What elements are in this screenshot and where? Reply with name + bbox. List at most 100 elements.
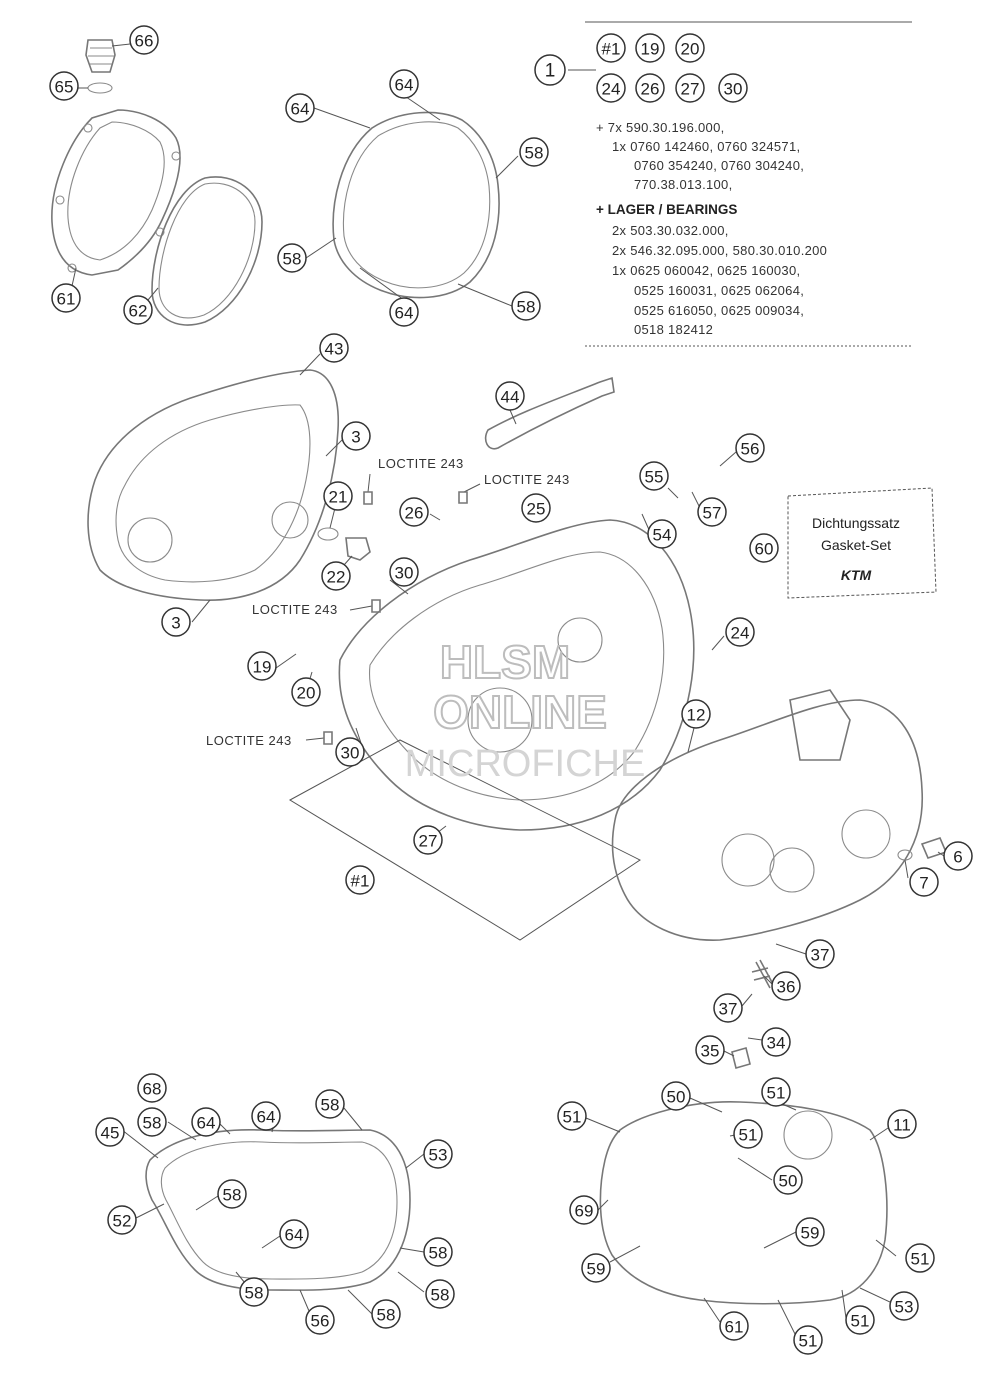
- svg-text:51: 51: [767, 1084, 786, 1103]
- svg-text:19: 19: [641, 40, 660, 59]
- svg-text:58: 58: [283, 250, 302, 269]
- svg-text:#1: #1: [351, 872, 370, 891]
- svg-text:30: 30: [724, 80, 743, 99]
- svg-text:26: 26: [405, 504, 424, 523]
- kit-contents-box: 1 #1 19 20 24 26 27 30 + 7x 590.30.196.0…: [534, 21, 912, 347]
- svg-text:45: 45: [101, 1124, 120, 1143]
- callout: 64: [191, 1107, 221, 1137]
- svg-text:6: 6: [953, 848, 962, 867]
- svg-text:60: 60: [755, 540, 774, 559]
- callout: 27: [413, 825, 443, 855]
- kit-screws-title: + 7x 590.30.196.000,: [596, 120, 725, 135]
- callout: 3: [341, 421, 371, 451]
- svg-text:64: 64: [197, 1114, 216, 1133]
- svg-text:52: 52: [113, 1212, 132, 1231]
- svg-text:37: 37: [811, 946, 830, 965]
- svg-text:62: 62: [129, 302, 148, 321]
- svg-text:25: 25: [527, 500, 546, 519]
- callout: 20: [291, 677, 321, 707]
- kit-bearing-line: 0525 616050, 0625 009034,: [634, 303, 804, 318]
- callout: 58: [425, 1279, 455, 1309]
- clutch-cover-drawing: [51, 109, 181, 276]
- svg-text:30: 30: [395, 564, 414, 583]
- kit-member-callout: 27: [675, 73, 705, 103]
- callout: 51: [557, 1101, 587, 1131]
- svg-text:22: 22: [327, 568, 346, 587]
- callout: 56: [305, 1305, 335, 1335]
- kit-member-callout: 19: [635, 33, 665, 63]
- callout: 37: [805, 939, 835, 969]
- callout: 59: [795, 1217, 825, 1247]
- callout: 37: [713, 993, 743, 1023]
- kit-bearing-line: 0518 182412: [634, 322, 713, 337]
- svg-text:51: 51: [911, 1250, 930, 1269]
- svg-text:55: 55: [645, 468, 664, 487]
- svg-text:30: 30: [341, 744, 360, 763]
- kit-member-callout: 30: [718, 73, 748, 103]
- svg-text:3: 3: [351, 428, 360, 447]
- svg-text:56: 56: [741, 440, 760, 459]
- svg-text:64: 64: [395, 76, 414, 95]
- svg-text:61: 61: [725, 1318, 744, 1337]
- watermark-line3: MICROFICHE: [405, 743, 646, 785]
- svg-text:20: 20: [297, 684, 316, 703]
- right-crankcase-drawing: [611, 689, 923, 941]
- svg-text:#1: #1: [602, 40, 621, 59]
- kit-bearing-line: 2x 546.32.095.000, 580.30.010.200: [612, 243, 827, 258]
- loctite-label: LOCTITE 243: [378, 456, 464, 471]
- callout: 64: [251, 1101, 281, 1131]
- callout: 43: [319, 333, 349, 363]
- svg-text:50: 50: [779, 1172, 798, 1191]
- callout: 24: [725, 617, 755, 647]
- callout: 36: [771, 971, 801, 1001]
- callout: 56: [735, 433, 765, 463]
- svg-text:58: 58: [223, 1186, 242, 1205]
- svg-text:58: 58: [321, 1096, 340, 1115]
- kit-bearing-line: 2x 503.30.032.000,: [612, 223, 729, 238]
- callout: 45: [95, 1117, 125, 1147]
- kit-member-callout: 20: [675, 33, 705, 63]
- callout: 35: [695, 1035, 725, 1065]
- callout: 52: [107, 1205, 137, 1235]
- svg-text:54: 54: [653, 526, 672, 545]
- svg-text:53: 53: [895, 1298, 914, 1317]
- callout: 44: [495, 381, 525, 411]
- callout: 30: [389, 557, 419, 587]
- svg-text:64: 64: [291, 100, 310, 119]
- svg-text:35: 35: [701, 1042, 720, 1061]
- callout: 50: [773, 1165, 803, 1195]
- svg-text:21: 21: [329, 488, 348, 507]
- svg-text:27: 27: [681, 80, 700, 99]
- callout: 58: [519, 137, 549, 167]
- svg-text:57: 57: [703, 504, 722, 523]
- svg-text:64: 64: [257, 1108, 276, 1127]
- svg-text:58: 58: [377, 1306, 396, 1325]
- callout-kit-1: 1: [534, 54, 566, 86]
- callout: 6: [943, 841, 973, 871]
- clutch-gasket-drawing: [151, 176, 263, 326]
- kit-member-callout: 26: [635, 73, 665, 103]
- svg-text:51: 51: [563, 1108, 582, 1127]
- svg-text:27: 27: [419, 832, 438, 851]
- callout: 26: [399, 497, 429, 527]
- svg-text:59: 59: [801, 1224, 820, 1243]
- kit-bearings-title: + LAGER / BEARINGS: [596, 202, 737, 217]
- callout: 68: [137, 1073, 167, 1103]
- callout: 3: [161, 607, 191, 637]
- kit-bearing-line: 1x 0625 060042, 0625 160030,: [612, 263, 800, 278]
- svg-text:66: 66: [135, 32, 154, 51]
- oil-plug-drawing: [85, 39, 116, 94]
- svg-text:59: 59: [587, 1260, 606, 1279]
- callout: 64: [389, 69, 419, 99]
- callout: 58: [423, 1237, 453, 1267]
- svg-text:51: 51: [739, 1126, 758, 1145]
- svg-text:26: 26: [641, 80, 660, 99]
- right-gasket-drawing: [599, 1101, 888, 1305]
- callout: 65: [49, 71, 79, 101]
- callout: 21: [323, 481, 353, 511]
- left-gasket-drawing: [145, 1128, 411, 1291]
- svg-text:51: 51: [851, 1312, 870, 1331]
- callout: 50: [661, 1081, 691, 1111]
- watermark-line2: ONLINE: [433, 686, 607, 738]
- loctite-label: LOCTITE 243: [484, 472, 570, 487]
